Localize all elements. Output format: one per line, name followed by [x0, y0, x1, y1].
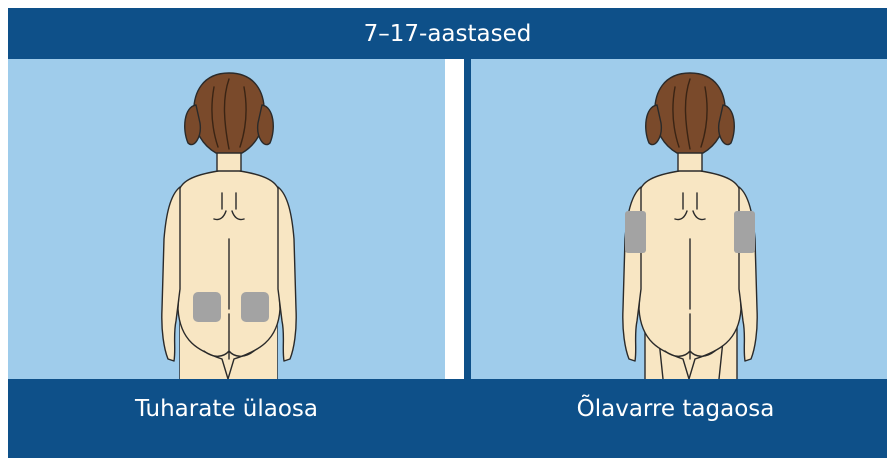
hair: [194, 73, 264, 153]
age-group-title: 7–17-aastased: [8, 8, 887, 59]
panel-divider: [445, 59, 464, 379]
injection-site-left-upper-arm: [625, 211, 646, 253]
injection-site-right-upper-arm: [734, 211, 755, 253]
panel-back-of-upper-arms: [464, 59, 887, 379]
caption-back-of-upper-arms: Õlavarre tagaosa: [464, 379, 887, 439]
panel-upper-buttocks: [8, 59, 445, 379]
figure-frame: 7–17-aastased: [8, 8, 887, 458]
child-back-illustration-buttocks: [8, 59, 445, 379]
injection-site-right-buttock: [241, 292, 269, 322]
injection-site-left-buttock: [193, 292, 221, 322]
child-back-illustration-arms: [464, 59, 887, 379]
caption-upper-buttocks: Tuharate ülaosa: [8, 379, 445, 439]
hair: [655, 73, 725, 153]
